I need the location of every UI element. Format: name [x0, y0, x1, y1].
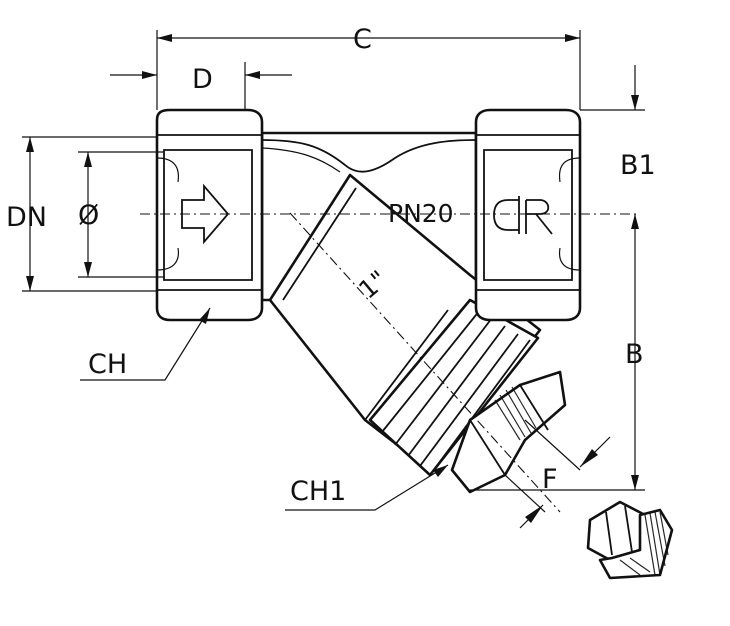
centerlines [140, 212, 640, 513]
flow-arrow-icon [181, 183, 230, 245]
dimension-f-label: F [542, 464, 558, 495]
drain-plug [450, 370, 567, 494]
manufacturer-logo-icon [493, 196, 553, 235]
dimension-b1-label: B1 [620, 150, 656, 181]
hex-ch1-label: CH1 [290, 476, 346, 507]
hex-ch-label: CH [88, 349, 127, 380]
dimension-dn-label: DN [6, 202, 47, 233]
plug-detail [586, 500, 674, 580]
pressure-rating-label: PN20 [388, 199, 454, 228]
dimension-c-label: C [353, 24, 372, 55]
right-hex-end [474, 108, 582, 322]
dimension-diameter-label: Ø [78, 200, 99, 231]
left-hex-end [155, 108, 264, 322]
dimension-d-label: D [192, 64, 213, 95]
dimension-lines [22, 30, 645, 529]
strainer-branch [268, 173, 542, 477]
dimension-b-label: B [625, 339, 644, 370]
